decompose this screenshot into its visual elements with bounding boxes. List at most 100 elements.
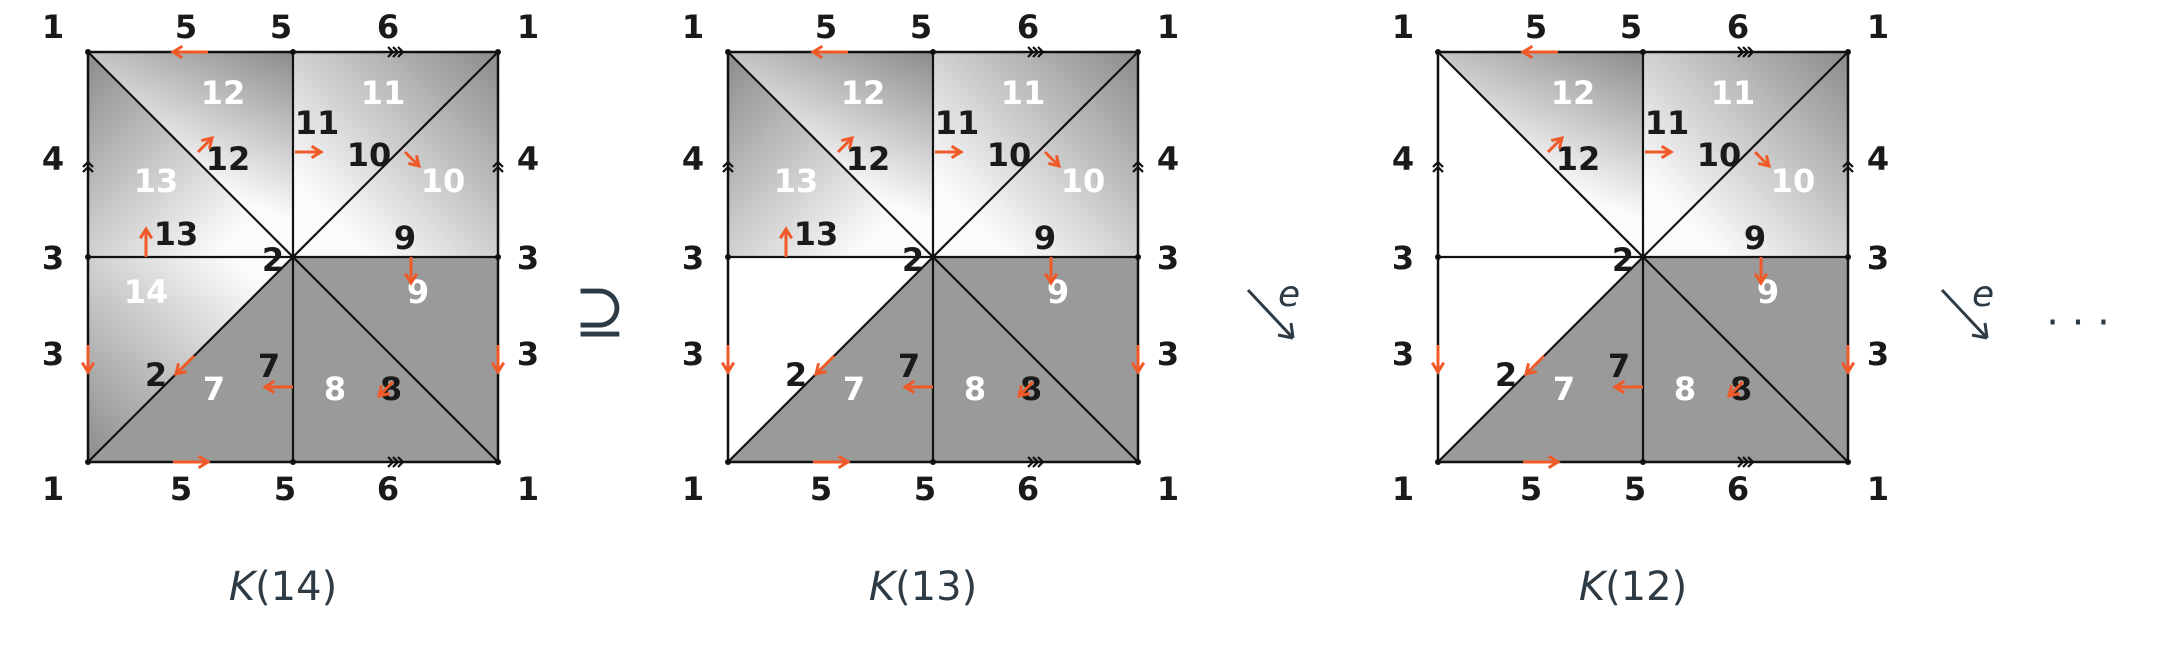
edge-arrow-11 <box>295 144 324 160</box>
caption-prefix: K <box>229 564 258 610</box>
edge-label-11: 11 <box>295 104 340 142</box>
label-top-q1: 5 <box>1525 8 1547 46</box>
vertex-dot <box>1435 254 1441 260</box>
edge-label-11: 11 <box>935 104 980 142</box>
label-left-mid: 3 <box>682 239 704 277</box>
edge-arrow-10 <box>1753 150 1772 169</box>
edge-arrow-10 <box>403 150 422 169</box>
vertex-dot <box>1640 459 1646 465</box>
triangle-label-11: 11 <box>361 74 406 112</box>
edge-label-12: 12 <box>846 140 891 178</box>
vertex-dot <box>1845 459 1851 465</box>
label-bottom-q1: 5 <box>170 470 192 508</box>
label-bottom-right: 1 <box>1867 470 1889 508</box>
triangle-label-12: 12 <box>1551 74 1596 112</box>
edge-label-8: 8 <box>1730 370 1752 408</box>
vertex-dot <box>725 254 731 260</box>
triangle-label-13: 13 <box>134 162 179 200</box>
top-edge-arrow <box>810 44 848 60</box>
label-top-q3: 6 <box>1017 8 1039 46</box>
vertex-dot <box>495 254 501 260</box>
vertex-dot <box>1135 459 1141 465</box>
triangle-label-12: 12 <box>201 74 246 112</box>
edge-arrow-12 <box>836 135 855 154</box>
edge-label-12: 12 <box>1556 140 1601 178</box>
map-label-2: e <box>1972 274 1994 315</box>
vertex-dot <box>290 49 296 55</box>
label-left-lower: 3 <box>682 335 704 373</box>
label-bottom-q3: 6 <box>1017 470 1039 508</box>
edge-label-2: 2 <box>1495 356 1517 394</box>
edge-arrow-8 <box>376 380 395 399</box>
top-edge-triple-arrow <box>1737 46 1755 58</box>
left-lower-edge-arrow <box>1430 345 1446 375</box>
triangle-label-14: 14 <box>124 273 169 311</box>
vertex-dot <box>85 254 91 260</box>
triangle-label-11: 11 <box>1001 74 1046 112</box>
triangle-label-10: 10 <box>421 162 466 200</box>
label-bottom-right: 1 <box>1157 470 1179 508</box>
label-left-mid: 3 <box>1392 239 1414 277</box>
label-right-mid: 3 <box>517 239 539 277</box>
vertex-dot <box>85 49 91 55</box>
label-top-q3: 6 <box>1727 8 1749 46</box>
label-top-left: 1 <box>42 8 64 46</box>
vertex-dot <box>1845 49 1851 55</box>
diagonal-anti <box>727 51 1139 463</box>
triangle-label-7: 7 <box>843 370 865 408</box>
edge-arrow-13 <box>138 226 154 257</box>
label-left-upper: 4 <box>42 140 64 178</box>
edge-arrow-9 <box>1043 257 1059 286</box>
label-top-left: 1 <box>682 8 704 46</box>
label-top-right: 1 <box>1867 8 1889 46</box>
caption-prefix: K <box>1579 564 1608 610</box>
edge-arrow-13 <box>778 226 794 257</box>
edge-label-13: 13 <box>154 215 199 253</box>
right-edge-double-arrow <box>492 160 504 173</box>
label-left-mid: 3 <box>42 239 64 277</box>
vertex-dot <box>1135 254 1141 260</box>
vertex-dot <box>725 459 731 465</box>
label-bottom-right: 1 <box>517 470 539 508</box>
edge-label-12: 12 <box>206 140 251 178</box>
edge-arrow-12 <box>196 135 215 154</box>
bottom-edge-arrow <box>173 454 211 470</box>
label-top-right: 1 <box>517 8 539 46</box>
diagonal-anti <box>1437 51 1849 463</box>
edge-label-11: 11 <box>1645 104 1690 142</box>
triangle-label-7: 7 <box>203 370 225 408</box>
edge-arrow-10 <box>1043 150 1062 169</box>
edge-label-10: 10 <box>1697 136 1742 174</box>
label-bottom-mid: 5 <box>274 470 296 508</box>
edge-arrow-7 <box>1612 379 1643 395</box>
top-edge-triple-arrow <box>1027 46 1045 58</box>
right-lower-edge-arrow <box>1840 345 1856 375</box>
panel-caption: K(12) <box>1579 564 1687 610</box>
label-center: 2 <box>902 241 924 279</box>
superset-operator: ⊇ <box>574 274 626 347</box>
vertex-dot <box>495 459 501 465</box>
top-edge-triple-arrow <box>387 46 405 58</box>
vertex-dot <box>1845 254 1851 260</box>
left-edge-double-arrow <box>1432 160 1444 173</box>
label-right-upper: 4 <box>1867 140 1889 178</box>
bottom-edge-triple-arrow <box>1737 456 1755 468</box>
right-lower-edge-arrow <box>1130 345 1146 375</box>
caption-arg: (13) <box>895 564 977 610</box>
caption-arg: (12) <box>1605 564 1687 610</box>
edge-label-7: 7 <box>898 347 920 385</box>
edge-arrow-9 <box>1753 257 1769 286</box>
panel-caption: K(14) <box>229 564 337 610</box>
vertex-dot <box>1435 49 1441 55</box>
label-bottom-mid: 5 <box>1624 470 1646 508</box>
edge-label-8: 8 <box>1020 370 1042 408</box>
vertex-dot <box>725 49 731 55</box>
left-edge-double-arrow <box>722 160 734 173</box>
edge-arrow-7 <box>262 379 293 395</box>
label-top-mid: 5 <box>910 8 932 46</box>
right-edge-double-arrow <box>1132 160 1144 173</box>
label-right-lower: 3 <box>517 335 539 373</box>
